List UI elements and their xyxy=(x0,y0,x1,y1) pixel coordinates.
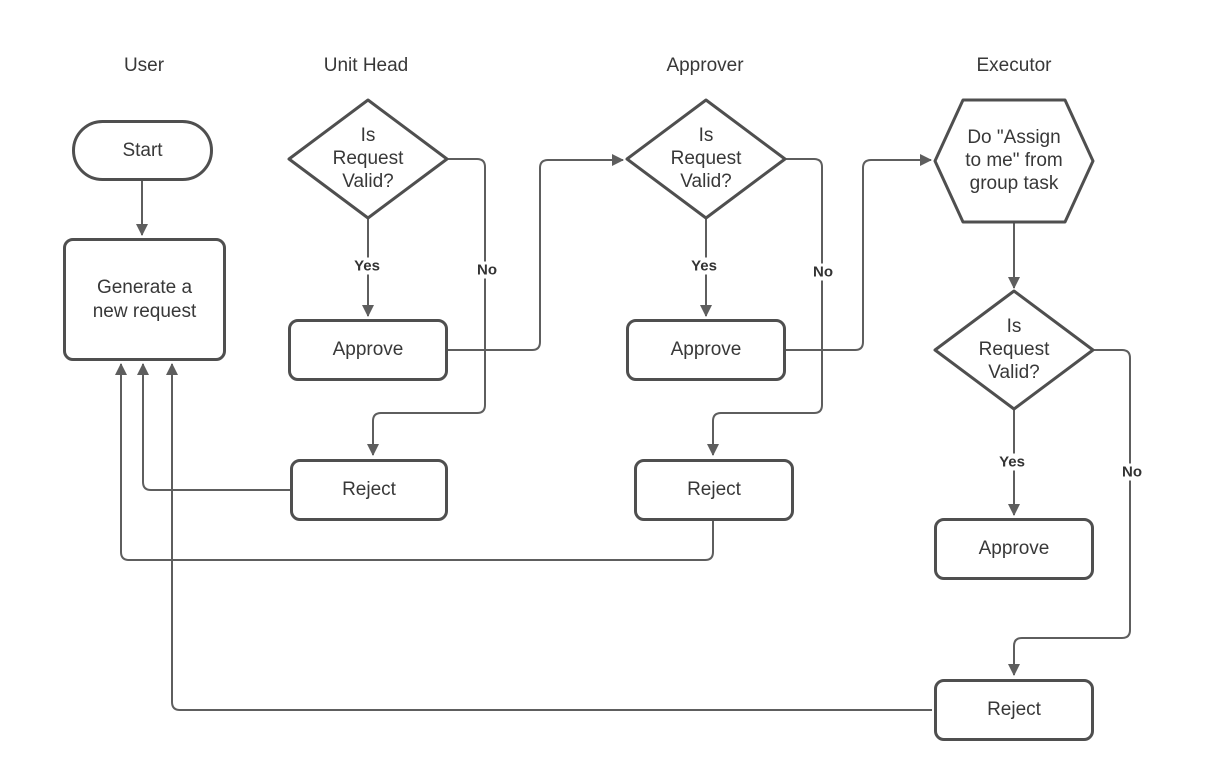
executor-approve-node: Approve xyxy=(934,518,1094,580)
approver-decision-label: Is Request Valid? xyxy=(670,125,742,193)
edge-approver-reject-to-generate xyxy=(115,363,714,561)
lane-title-unit-head: Unit Head xyxy=(323,55,409,76)
executor-decision-label: Is Request Valid? xyxy=(978,316,1050,384)
approver-approve-node: Approve xyxy=(626,319,786,381)
lane-title-executor: Executor xyxy=(976,55,1052,76)
unit-head-decision-diamond xyxy=(287,98,449,220)
edge-unit-head-reject-to-generate xyxy=(137,363,290,491)
edge-executor-reject-to-generate xyxy=(166,363,932,711)
start-node: Start xyxy=(72,120,213,181)
edge-unit-head-approve-to-approver xyxy=(448,154,624,351)
approver-reject-node: Reject xyxy=(634,459,794,521)
approver-no-label: No xyxy=(810,263,836,281)
executor-assign-label: Do "Assign to me" from group task xyxy=(965,127,1063,195)
edge-executor-no xyxy=(1008,349,1131,676)
executor-no-label: No xyxy=(1119,463,1145,481)
lane-title-approver: Approver xyxy=(666,55,744,76)
unit-head-decision-label: Is Request Valid? xyxy=(332,125,404,193)
generate-request-node: Generate a new request xyxy=(63,238,226,361)
edge-approver-approve-to-executor xyxy=(786,154,932,351)
unit-head-yes-label: Yes xyxy=(351,257,383,275)
unit-head-approve-node: Approve xyxy=(288,319,448,381)
executor-yes-label: Yes xyxy=(996,453,1028,471)
executor-decision-diamond xyxy=(933,289,1095,411)
executor-assign-hexagon xyxy=(933,98,1095,224)
unit-head-no-label: No xyxy=(474,261,500,279)
unit-head-reject-node: Reject xyxy=(290,459,448,521)
executor-reject-node: Reject xyxy=(934,679,1094,741)
lane-title-user: User xyxy=(123,55,165,76)
approver-decision-diamond xyxy=(625,98,787,220)
edge-approver-no xyxy=(707,158,823,456)
approver-yes-label: Yes xyxy=(688,257,720,275)
edge-unit-head-no xyxy=(367,158,486,456)
